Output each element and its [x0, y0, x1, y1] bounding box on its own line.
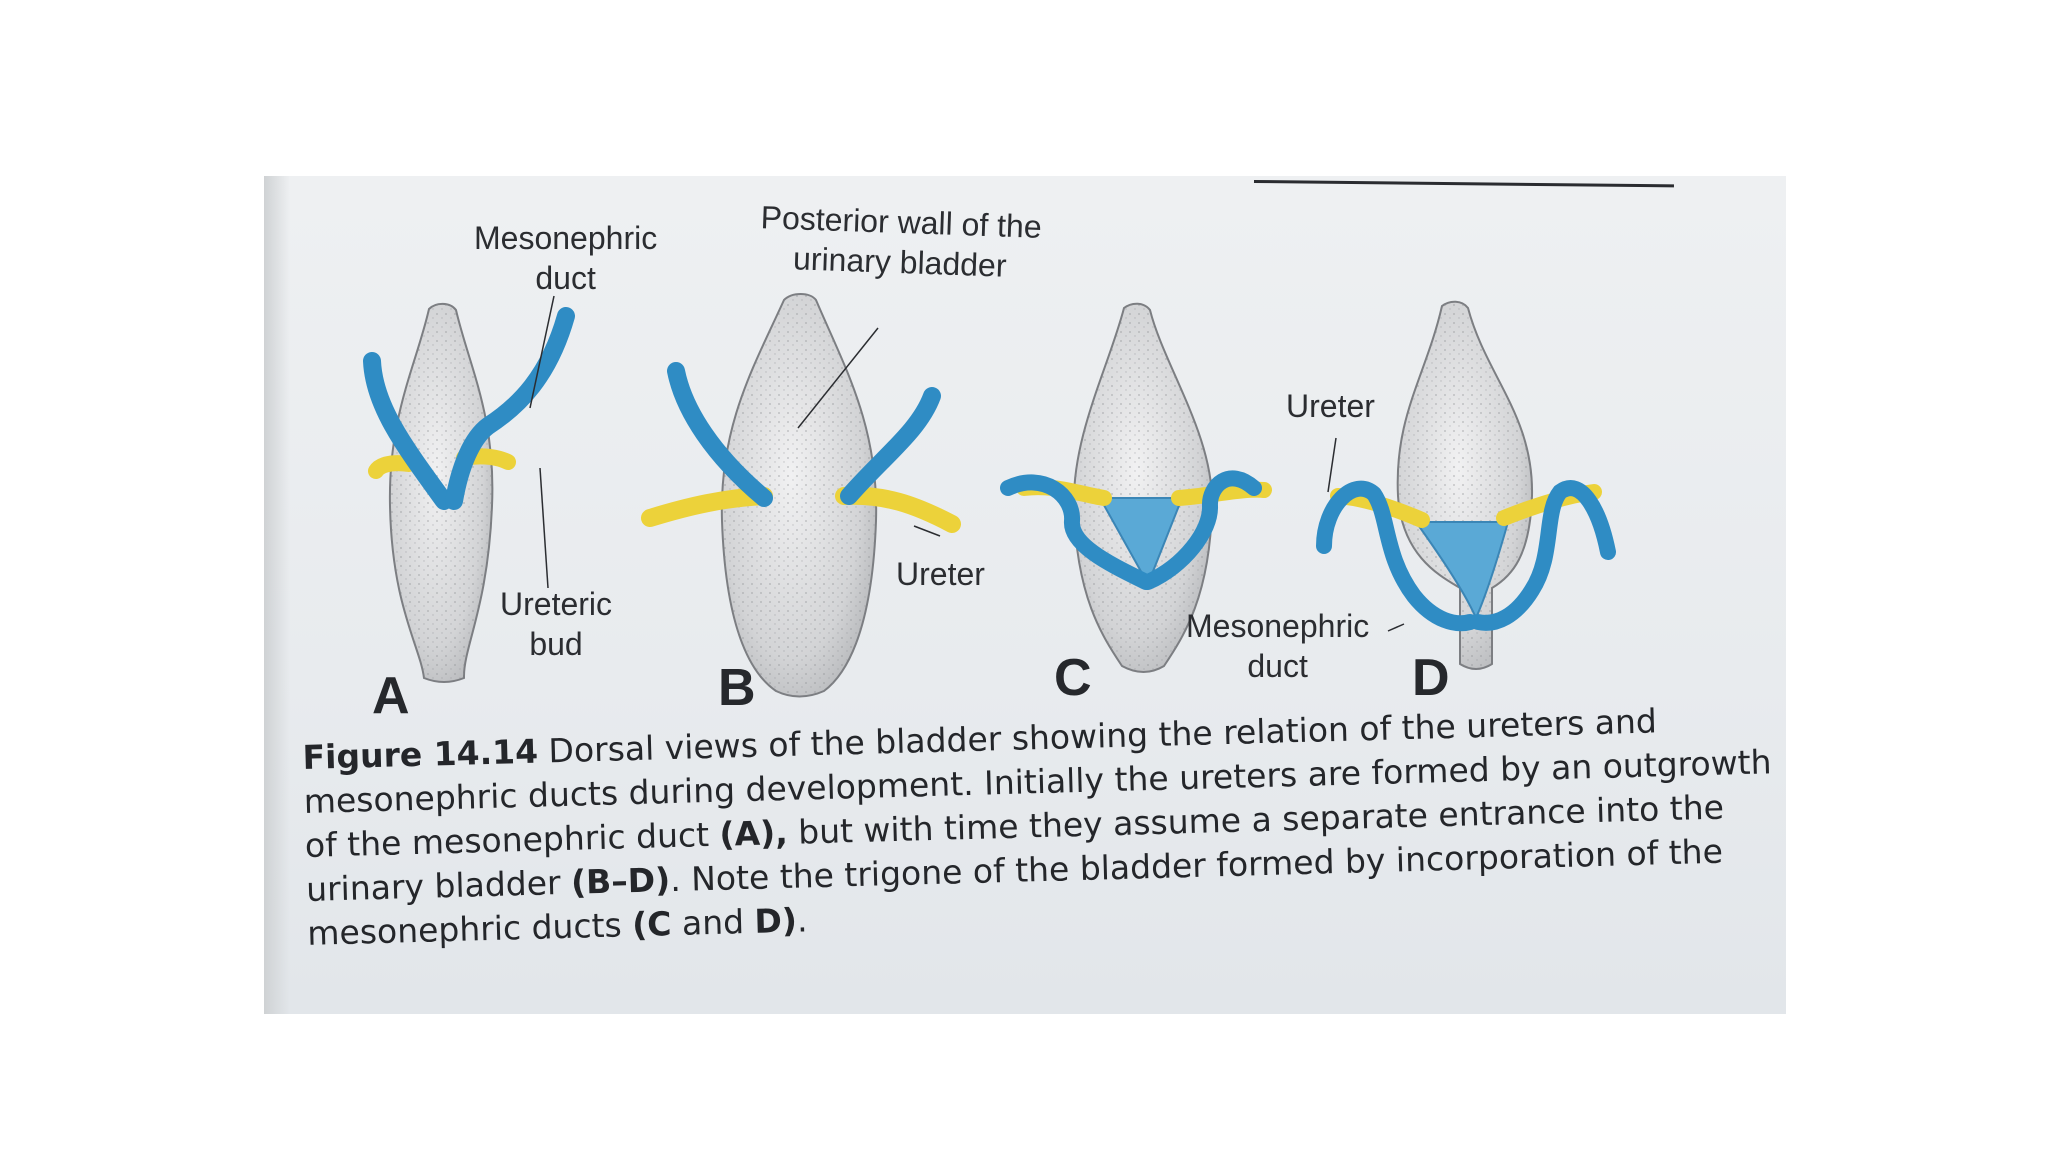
trigone-c [1098, 497, 1184, 587]
panel-label-c: C [1054, 649, 1092, 707]
label-posterior-wall: Posterior wall of the urinary bladder [759, 197, 1043, 287]
label-line: Mesonephric [1186, 608, 1370, 644]
panel-label-a: A [372, 667, 410, 725]
bladder-c [1000, 302, 1272, 673]
mesonephric-duct-c-right [1140, 470, 1262, 590]
bladder-a [363, 302, 575, 683]
caption-ref-a: (A), [718, 812, 789, 854]
label-line: duct [535, 260, 596, 296]
label-ureteric-bud: Ureteric bud [500, 584, 612, 664]
textbook-photo: Mesonephric duct Posterior wall of the u… [264, 176, 1786, 1014]
figure-caption: Figure 14.14 Dorsal views of the bladder… [302, 698, 1772, 956]
label-line: bud [529, 626, 583, 662]
label-line: Ureteric [500, 586, 613, 622]
mesonephric-duct-a-right [445, 307, 575, 510]
panel-label-d: D [1412, 649, 1450, 707]
panel-label-b: B [718, 659, 756, 717]
label-ureter-d: Ureter [1286, 388, 1375, 424]
bladder-development-figure [363, 293, 1616, 698]
bladder-b [641, 293, 961, 698]
mesonephric-duct-d-left [1316, 480, 1478, 632]
label-mesonephric-duct-a: Mesonephric duct [474, 218, 657, 298]
figure-number: Figure 14.14 [302, 731, 539, 777]
ureteric-bud-left [368, 455, 417, 479]
caption-text: . [796, 900, 808, 940]
label-mesonephric-duct-cd: Mesonephric duct [1186, 606, 1369, 686]
mesonephric-duct-a-left [363, 352, 453, 510]
caption-ref-bd: (B–D) [570, 860, 671, 902]
caption-text: mesonephric ducts [306, 905, 633, 953]
mesonephric-duct-d-right [1470, 480, 1616, 631]
mesonephric-duct-c-left [1000, 474, 1154, 590]
page-edge-shadow [264, 176, 290, 1014]
caption-ref-c: (C [631, 904, 672, 945]
caption-text: and [670, 901, 756, 944]
caption-text: urinary bladder [305, 862, 572, 909]
mesonephric-duct-b-right [840, 387, 941, 505]
label-line: Mesonephric [474, 220, 658, 256]
caption-ref-d: D) [753, 900, 798, 941]
bladder-d [1316, 300, 1616, 670]
label-ureter-b: Ureter [896, 556, 985, 592]
mesonephric-duct-b-left [667, 362, 773, 507]
label-line: duct [1247, 648, 1308, 684]
